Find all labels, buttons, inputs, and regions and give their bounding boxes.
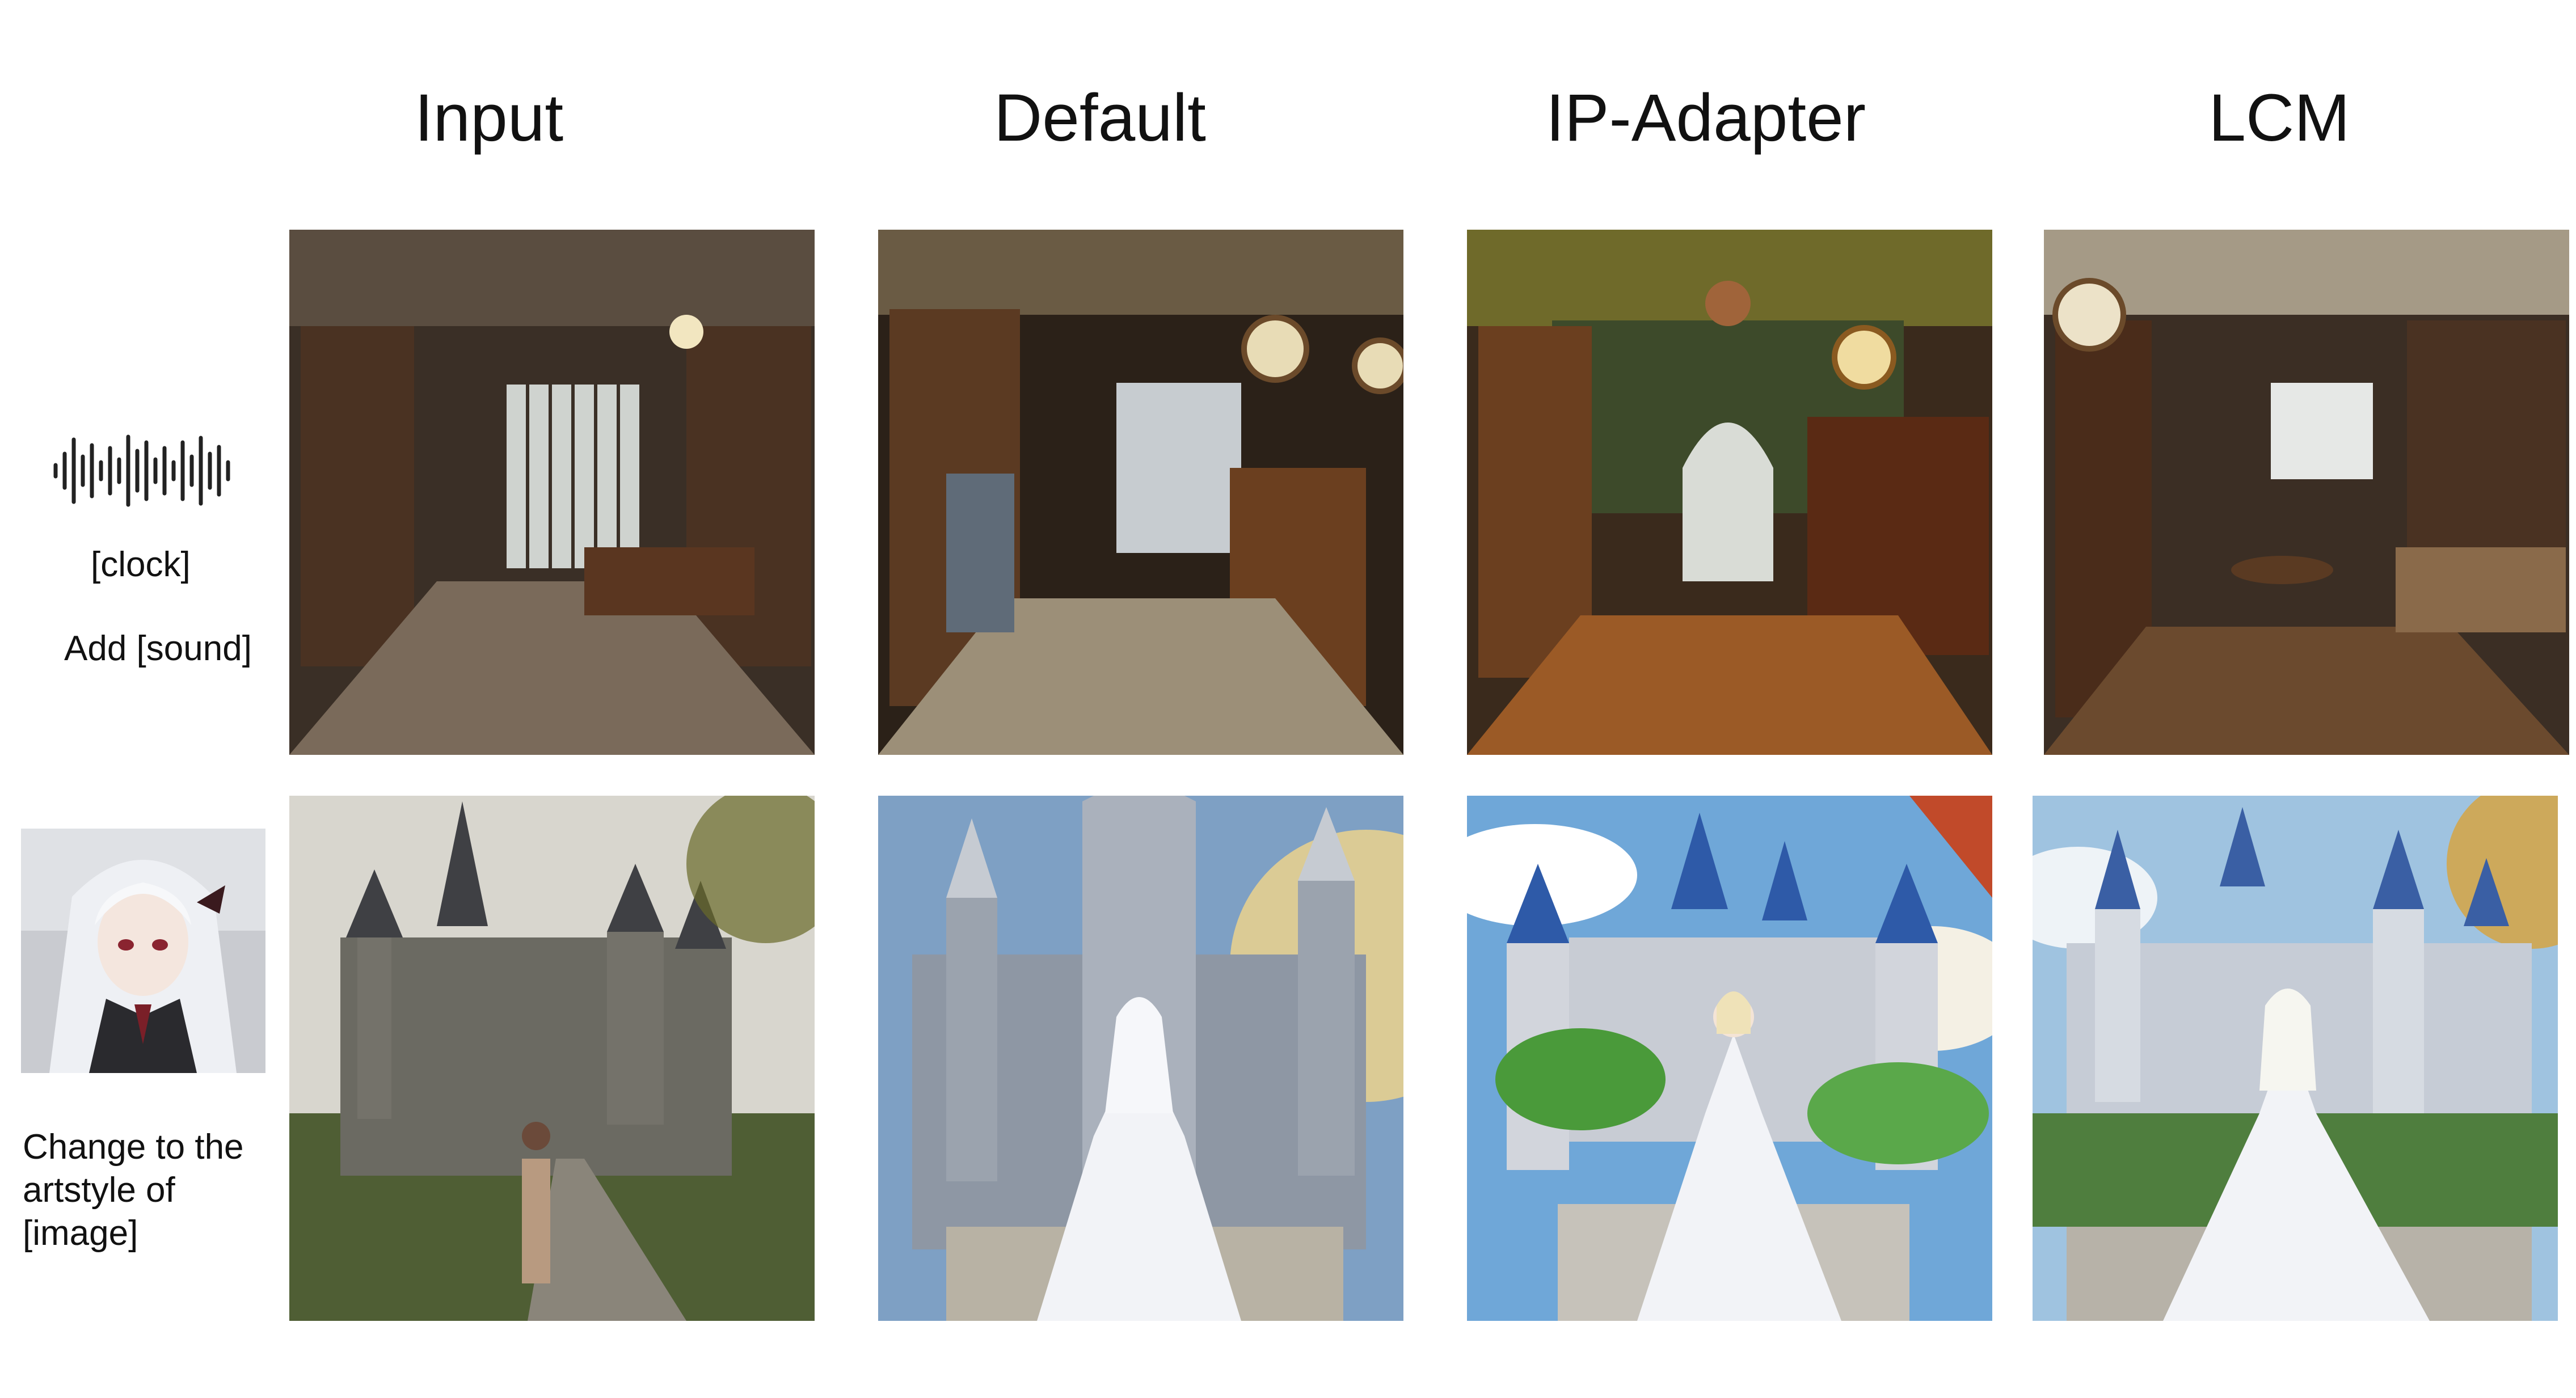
column-header-lcm: LCM [2208, 81, 2350, 155]
column-header-ip-adapter: IP-Adapter [1545, 81, 1866, 155]
row2-default-image [878, 796, 1403, 1321]
anime-portrait-reference-image [21, 829, 265, 1073]
row1-lcm-image [2044, 230, 2569, 755]
row2-ip-adapter-image [1467, 796, 1992, 1321]
row1-input-image [289, 230, 815, 755]
row1-ip-adapter-image [1467, 230, 1992, 755]
row2-lcm-image [2033, 796, 2558, 1321]
audio-waveform-icon [53, 434, 230, 507]
row1-default-image [878, 230, 1403, 755]
column-header-input: Input [414, 81, 564, 155]
row2-prompt: Change to the artstyle of [image] [23, 1127, 244, 1253]
column-header-default: Default [994, 81, 1206, 155]
row2-input-image [289, 796, 815, 1321]
row1-tag: [clock] [91, 545, 191, 584]
row1-prompt: Add [sound] [64, 629, 252, 668]
